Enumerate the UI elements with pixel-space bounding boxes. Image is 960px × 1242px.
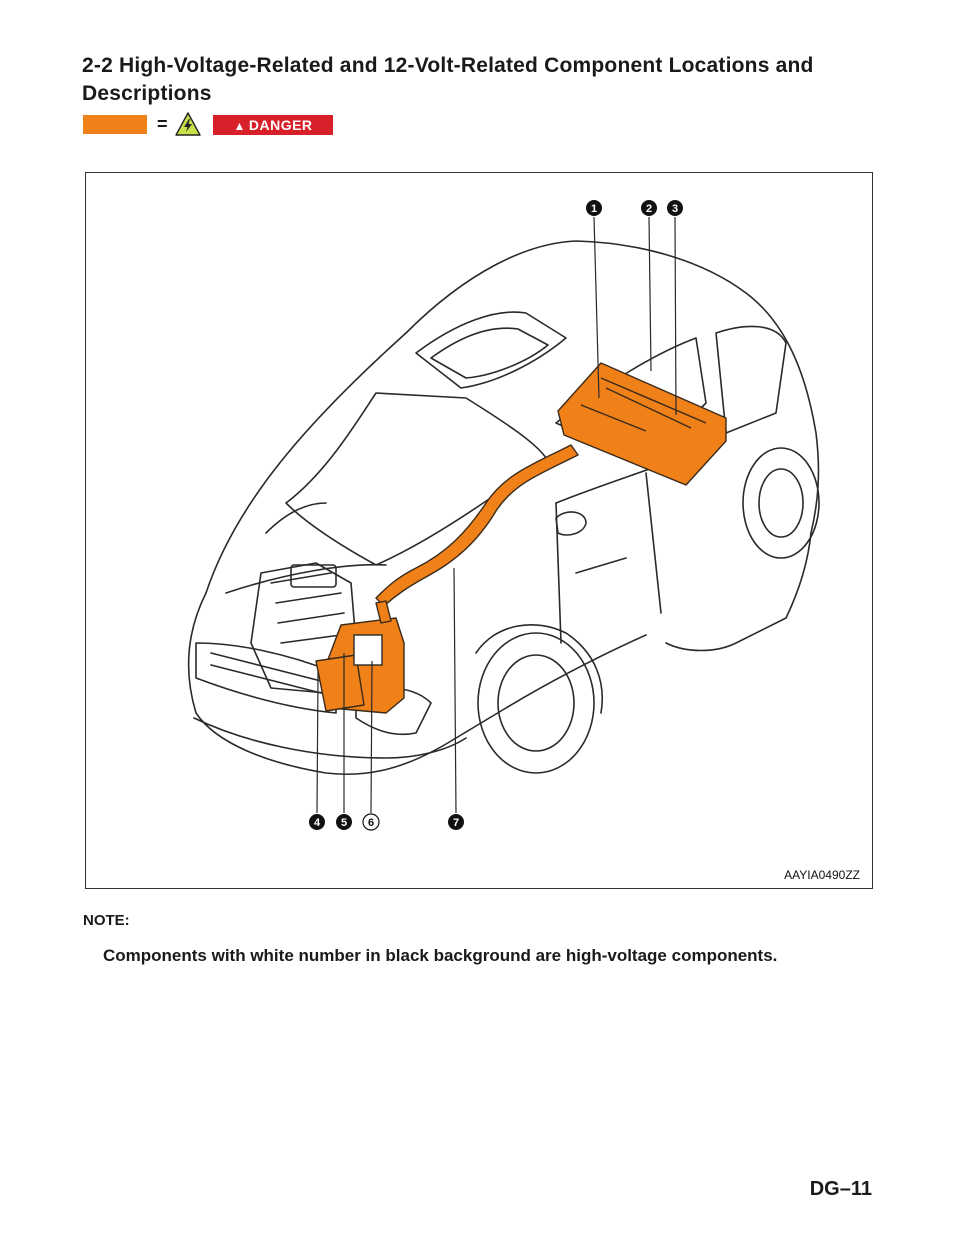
danger-label: DANGER [248,117,313,133]
callout-leader-lines [316,216,677,814]
12v-component-box [353,634,383,666]
danger-badge: ▲DANGER [213,115,333,135]
page-title: 2-2 High-Voltage-Related and 12-Volt-Rel… [82,54,814,105]
svg-text:7: 7 [453,817,459,829]
high-voltage-warning-icon [175,112,201,136]
callout-3: 3 [667,200,683,216]
hv-cable [375,444,579,607]
svg-text:2: 2 [646,203,652,215]
hv-battery-pack [557,362,727,486]
callout-1: 1 [586,200,602,216]
note-text: Components with white number in black ba… [103,946,778,965]
callout-2: 2 [641,200,657,216]
callout-4: 4 [309,814,325,830]
high-voltage-components [315,362,727,714]
vehicle-illustration: 1 2 3 4 5 6 7 [187,200,820,831]
callout-6: 6 [362,813,380,831]
svg-text:4: 4 [314,817,321,829]
svg-text:1: 1 [591,203,597,215]
callout-7: 7 [448,814,464,830]
figure-code: AAYIA0490ZZ [784,868,860,882]
high-voltage-legend: = ▲DANGER [83,112,343,136]
vehicle-outline [187,240,820,776]
callout-5: 5 [336,814,352,830]
note-label: NOTE: [83,912,130,929]
orange-color-swatch [83,115,147,134]
vehicle-component-diagram: 1 2 3 4 5 6 7 AAYIA0490ZZ [85,172,873,889]
warning-triangle-icon: ▲ [233,119,246,133]
svg-text:5: 5 [341,817,347,829]
svg-text:6: 6 [368,817,374,829]
equals-sign: = [157,114,168,134]
hv-inverter [315,654,365,712]
page-number: DG–11 [809,1178,872,1200]
svg-text:3: 3 [672,203,678,215]
